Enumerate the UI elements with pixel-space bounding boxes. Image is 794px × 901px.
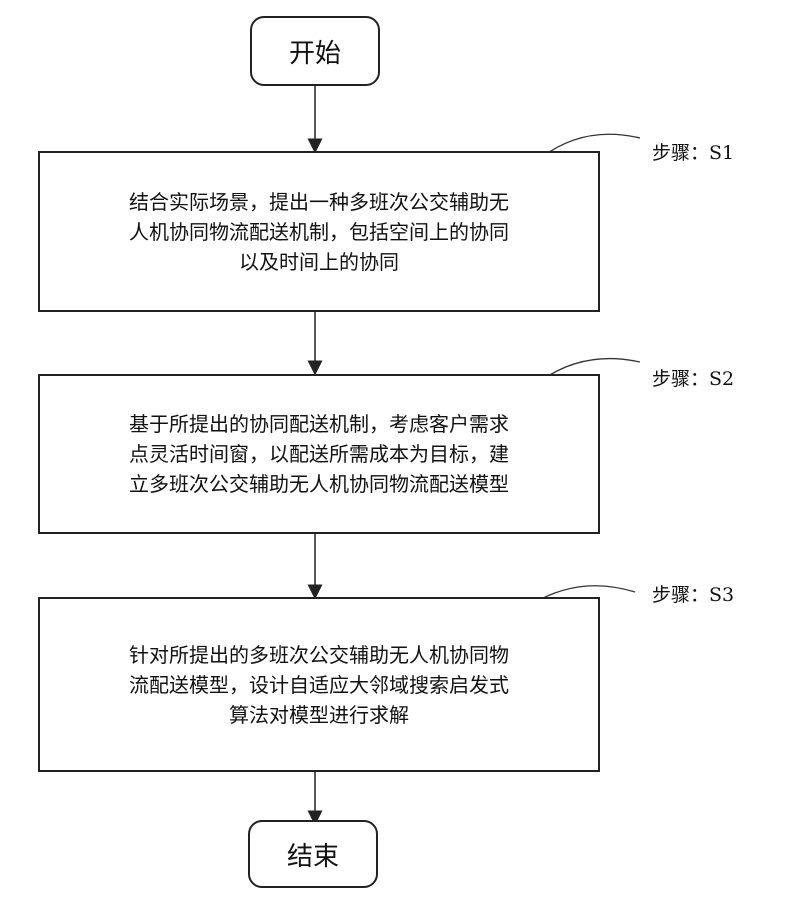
step-s3-box: 针对所提出的多班次公交辅助无人机协同物 流配送模型，设计自适应大邻域搜索启发式 … — [38, 597, 600, 772]
step-s2-line-3: 立多班次公交辅助无人机协同物流配送模型 — [129, 469, 509, 499]
step-s3-label: 步骤：S3 — [652, 580, 734, 607]
start-label: 开始 — [289, 33, 341, 70]
step-s1-box: 结合实际场景，提出一种多班次公交辅助无 人机协同物流配送机制，包括空间上的协同 … — [38, 151, 600, 312]
step-s2-line-1: 基于所提出的协同配送机制，考虑客户需求 — [129, 409, 509, 439]
step-s1-line-2: 人机协同物流配送机制，包括空间上的协同 — [129, 217, 509, 247]
step-s1-label: 步骤：S1 — [652, 138, 734, 165]
step-s3-line-2: 流配送模型，设计自适应大邻域搜索启发式 — [129, 670, 509, 700]
step-s1-line-1: 结合实际场景，提出一种多班次公交辅助无 — [129, 187, 509, 217]
end-label: 结束 — [287, 836, 339, 873]
step-s3-line-3: 算法对模型进行求解 — [129, 700, 509, 730]
step-s3-line-1: 针对所提出的多班次公交辅助无人机协同物 — [129, 640, 509, 670]
step-s2-label: 步骤：S2 — [652, 364, 734, 391]
end-node: 结束 — [248, 820, 378, 888]
step-s1-line-3: 以及时间上的协同 — [129, 247, 509, 277]
step-s2-box: 基于所提出的协同配送机制，考虑客户需求 点灵活时间窗，以配送所需成本为目标，建 … — [38, 374, 600, 534]
start-node: 开始 — [250, 16, 380, 86]
step-s2-line-2: 点灵活时间窗，以配送所需成本为目标，建 — [129, 439, 509, 469]
